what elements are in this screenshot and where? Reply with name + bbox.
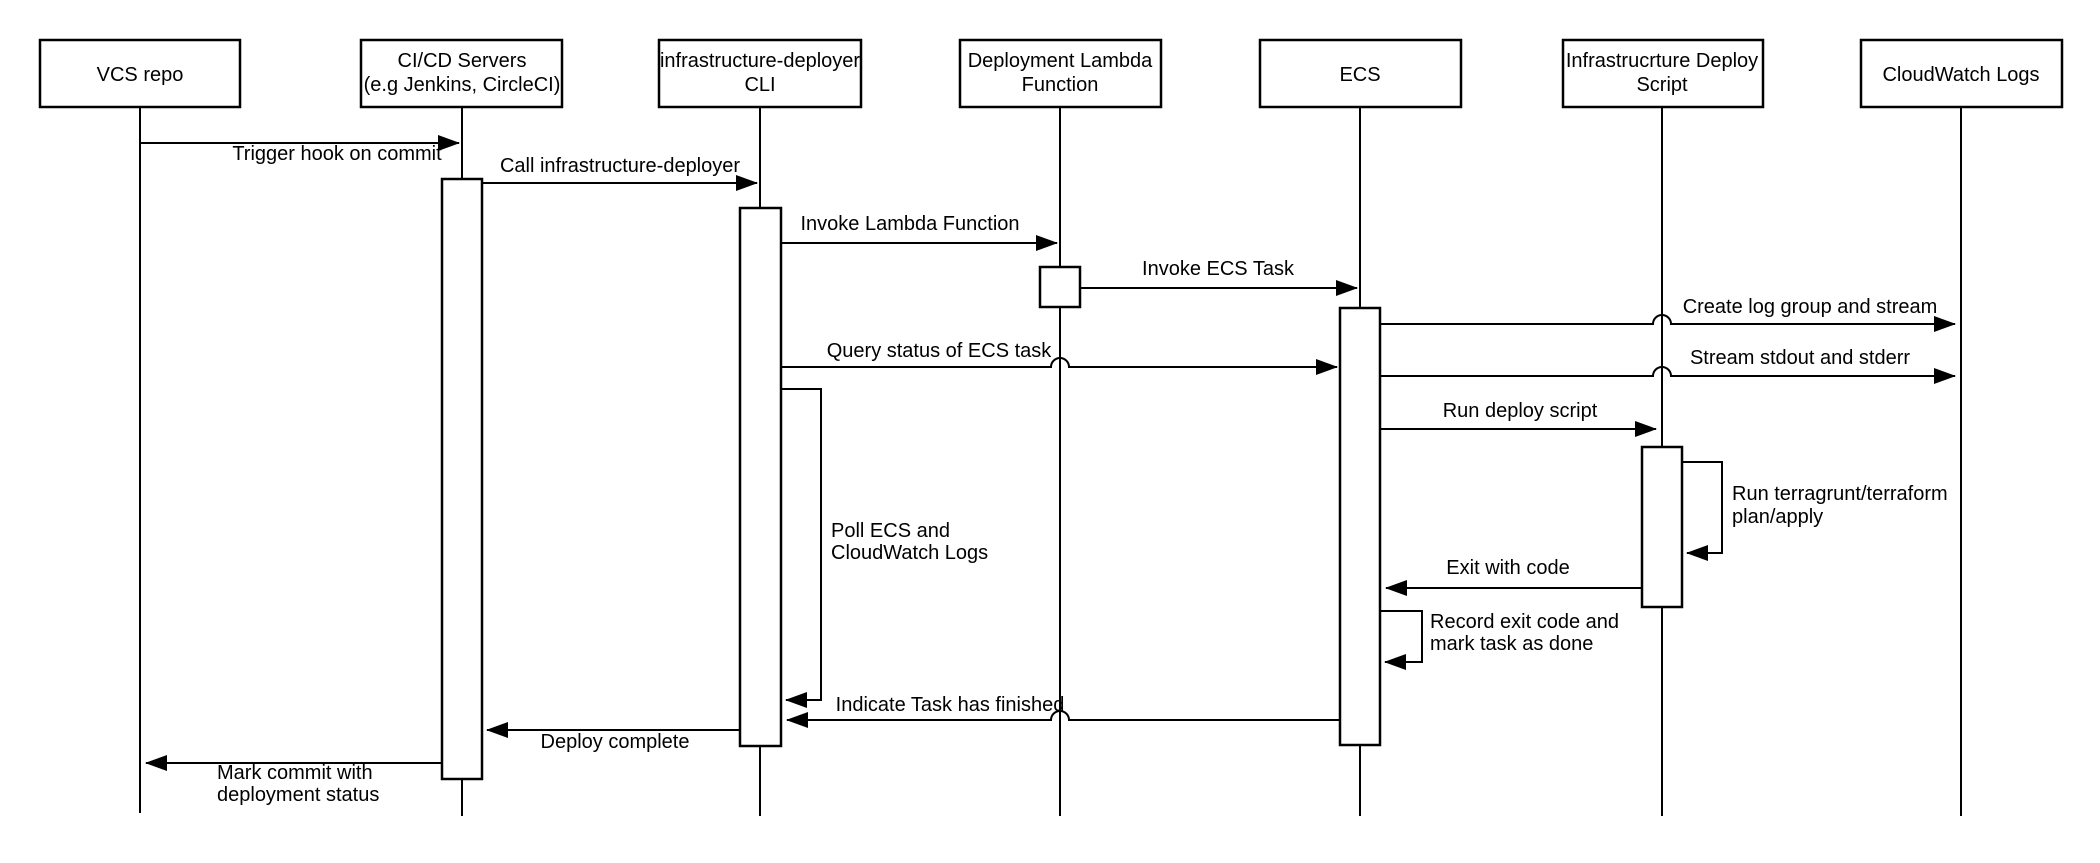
actor-script-label-line2: Script bbox=[1636, 74, 1688, 96]
actor-script-label-line1: Infrastrucrture Deploy bbox=[1566, 50, 1758, 72]
message-invoke-lambda-label: Invoke Lambda Function bbox=[800, 213, 1019, 235]
message-exit-with-code-label: Exit with code bbox=[1446, 557, 1569, 579]
message-invoke-ecs-task-label: Invoke ECS Task bbox=[1142, 258, 1295, 280]
message-record-exit-label-2: mark task as done bbox=[1430, 633, 1593, 655]
message-record-exit-label-1: Record exit code and bbox=[1430, 611, 1619, 633]
actor-script-box bbox=[1561, 38, 1765, 109]
actor-lambda-box bbox=[958, 38, 1163, 109]
actor-vcs-box bbox=[38, 38, 242, 109]
message-stream-stdout-label: Stream stdout and stderr bbox=[1690, 347, 1910, 369]
message-mark-commit-label-1: Mark commit with bbox=[217, 762, 373, 784]
actor-cicd-label-line2: (e.g Jenkins, CircleCI) bbox=[364, 74, 561, 96]
message-create-log-group-arrow bbox=[1380, 314, 1956, 332]
actor-cicd-label-line1: CI/CD Servers bbox=[398, 50, 527, 72]
actor-lambda-label-line1: Deployment Lambda bbox=[968, 50, 1153, 72]
actor-ecs-box bbox=[1258, 38, 1463, 109]
actor-cloudwatch-label: CloudWatch Logs bbox=[1882, 64, 2039, 86]
message-query-status-label: Query status of ECS task bbox=[827, 340, 1053, 362]
actor-ecs-label: ECS bbox=[1339, 64, 1380, 86]
actor-cloudwatch-box bbox=[1859, 38, 2064, 109]
message-trigger-hook-label: Trigger hook on commit bbox=[232, 143, 442, 165]
message-indicate-finished-arrow bbox=[786, 710, 1340, 728]
actor-cli: infrastructure-deployer CLI bbox=[657, 38, 863, 109]
message-poll-label-1: Poll ECS and bbox=[831, 520, 950, 542]
actor-cli-label-line1: infrastructure-deployer bbox=[660, 50, 860, 72]
actor-vcs: VCS repo bbox=[38, 38, 242, 109]
activation-ecs bbox=[1338, 306, 1382, 747]
message-run-terragrunt-label-2: plan/apply bbox=[1732, 506, 1823, 528]
activation-cicd bbox=[440, 177, 484, 781]
self-message-run-terragrunt bbox=[1682, 461, 1723, 561]
actor-cli-box bbox=[657, 38, 863, 109]
actor-lambda: Deployment Lambda Function bbox=[958, 38, 1163, 109]
actor-script: Infrastrucrture Deploy Script bbox=[1561, 38, 1765, 109]
activation-lambda bbox=[1038, 265, 1082, 309]
activation-cli bbox=[738, 206, 783, 748]
message-run-terragrunt-label-1: Run terragrunt/terraform bbox=[1732, 483, 1948, 505]
message-indicate-finished-label: Indicate Task has finished bbox=[836, 694, 1065, 716]
self-message-poll bbox=[781, 388, 822, 708]
message-query-status-arrow bbox=[781, 357, 1338, 375]
message-call-deployer-label: Call infrastructure-deployer bbox=[500, 155, 740, 177]
message-mark-commit-label-2: deployment status bbox=[217, 784, 379, 806]
message-poll-label-2: CloudWatch Logs bbox=[831, 542, 988, 564]
actor-ecs: ECS bbox=[1258, 38, 1463, 109]
actor-cicd: CI/CD Servers (e.g Jenkins, CircleCI) bbox=[359, 38, 564, 109]
message-deploy-complete-label: Deploy complete bbox=[541, 731, 690, 753]
actor-lambda-label-line2: Function bbox=[1022, 74, 1099, 96]
actor-cloudwatch: CloudWatch Logs bbox=[1859, 38, 2064, 109]
message-create-log-group-label: Create log group and stream bbox=[1683, 296, 1938, 318]
activation-script bbox=[1640, 445, 1684, 609]
actor-vcs-label: VCS repo bbox=[97, 64, 184, 86]
actor-cicd-box bbox=[359, 38, 564, 109]
message-run-deploy-script-label: Run deploy script bbox=[1443, 400, 1598, 422]
self-message-record-exit bbox=[1380, 610, 1423, 670]
actor-cli-label-line2: CLI bbox=[744, 74, 775, 96]
message-stream-stdout-arrow bbox=[1380, 366, 1956, 384]
